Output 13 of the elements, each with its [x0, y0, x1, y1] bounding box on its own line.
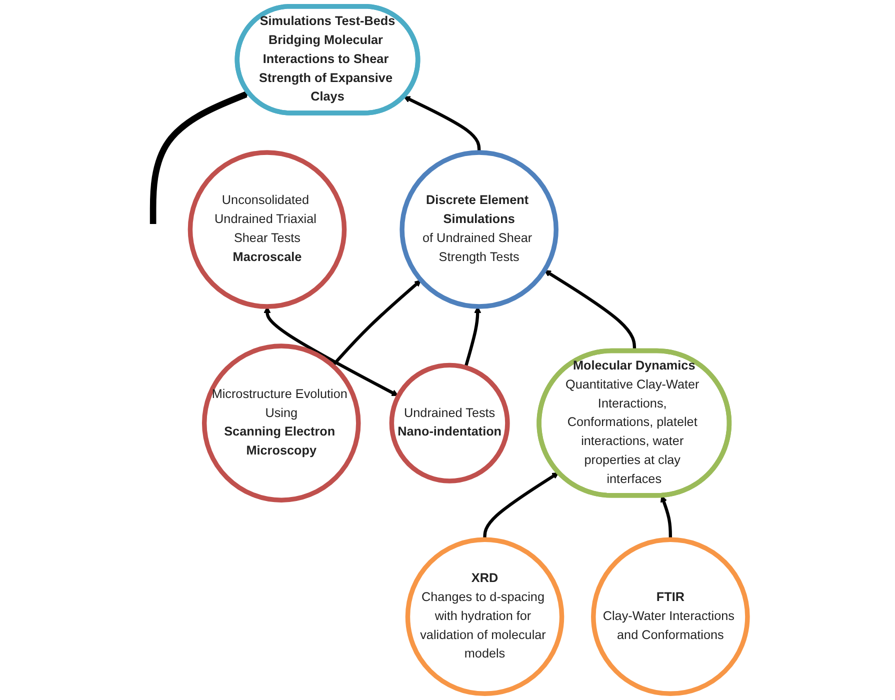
node-circle: Undrained Tests Nano-indentation: [389, 362, 510, 484]
node-circle: Microstructure Evolution Using Scanning Electron Microscopy: [202, 344, 361, 502]
arrow: [403, 96, 481, 152]
arrow: [150, 91, 250, 224]
arrow: [464, 306, 482, 368]
arrow: [483, 472, 560, 540]
node-circle: Discrete Element Simulations of Undrained Shear Strength Tests: [400, 150, 558, 309]
node-circle: XRD Changes to d-spacing with hydration for validation of molecular models: [405, 537, 564, 696]
node-circle: FTIR Clay-Water Interactions and Conformations: [591, 537, 750, 696]
arrow: [264, 306, 398, 396]
node-circle: Unconsolidated Undrained Triaxial Shear Tests Macroscale: [188, 150, 347, 309]
arrow: [660, 495, 672, 540]
arrow: [544, 270, 636, 352]
